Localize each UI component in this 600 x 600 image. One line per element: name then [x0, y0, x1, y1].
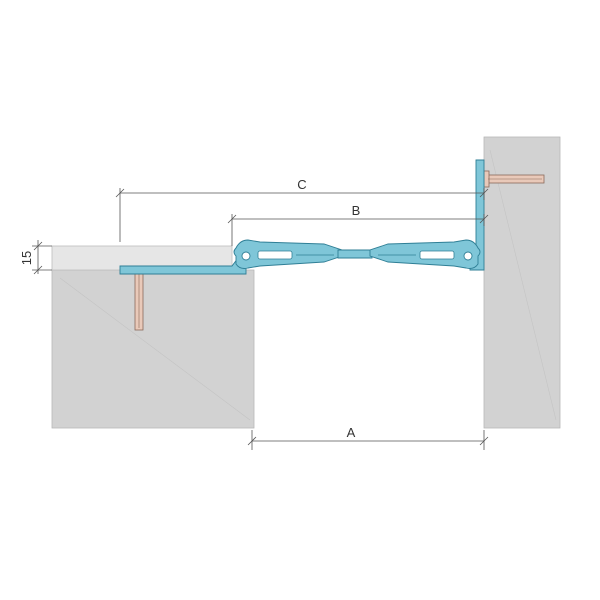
dimension-b-label: B	[352, 203, 361, 218]
right-concrete-wall	[483, 136, 561, 429]
dimension-thickness: 15	[19, 240, 52, 275]
dimension-a-label: A	[347, 425, 356, 440]
left-flexible-profile	[233, 239, 343, 269]
right-wall-shade-line	[489, 149, 557, 421]
dimension-a: A	[247, 425, 489, 450]
left-concrete-slab	[51, 269, 255, 429]
center-connector	[337, 249, 373, 259]
right-flexible-profile	[369, 239, 481, 269]
dimension-thickness-label: 15	[19, 251, 34, 265]
dimension-b: B	[227, 203, 489, 246]
dimension-c: C	[115, 177, 489, 242]
dimension-c-label: C	[297, 177, 306, 192]
left-slab-shade-line	[59, 277, 251, 421]
